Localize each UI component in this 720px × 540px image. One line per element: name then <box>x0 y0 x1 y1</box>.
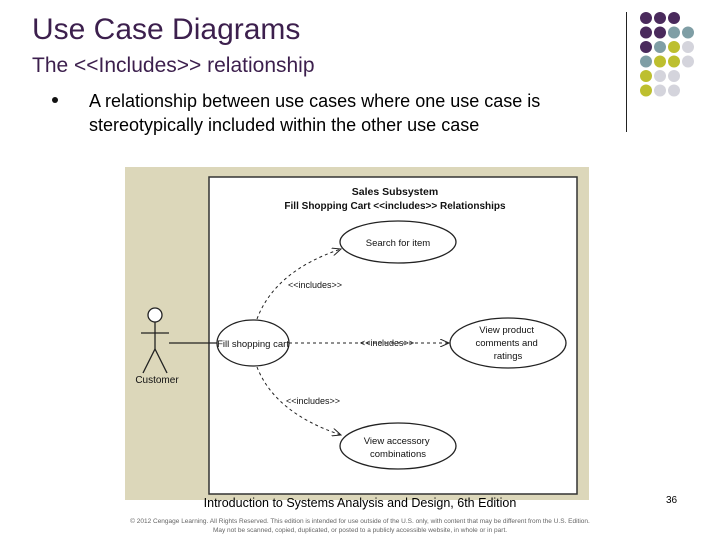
decorative-dot <box>640 41 652 53</box>
decorative-dot <box>682 26 694 39</box>
slide-title: Use Case Diagrams <box>32 13 301 46</box>
decorative-dot <box>654 41 666 53</box>
diagram-canvas: Sales Subsystem Fill Shopping Cart <<inc… <box>135 176 578 495</box>
actor-label: Customer <box>135 375 179 386</box>
view-product-line-2: comments and <box>476 338 538 349</box>
decorative-dot <box>668 26 680 39</box>
use-case-view-accessory-label: View accessory combinations <box>364 436 432 460</box>
use-case-view-product-label: View product comments and ratings <box>476 325 541 362</box>
decorative-dot <box>682 55 694 68</box>
decorative-dot <box>640 26 652 39</box>
view-accessory-line-2: combinations <box>370 449 426 460</box>
include-label-search: <<includes>> <box>288 280 342 290</box>
header-divider <box>626 12 627 132</box>
use-case-view-accessory <box>339 422 457 470</box>
decorative-dot <box>640 55 652 68</box>
include-label-product: <<includes>> <box>360 338 414 348</box>
decorative-dot <box>668 84 680 97</box>
decorative-dot <box>654 84 666 97</box>
bullet-icon <box>52 97 58 103</box>
include-arrow-search <box>256 249 341 320</box>
decorative-dot <box>654 12 666 24</box>
customer-actor <box>141 307 169 374</box>
decorative-dot <box>654 26 666 39</box>
use-case-diagram: Sales Subsystem Fill Shopping Cart <<inc… <box>125 167 589 500</box>
copyright-line-2: May not be scanned, copied, duplicated, … <box>212 527 508 534</box>
decorative-dot <box>640 70 652 82</box>
decorative-dot <box>640 12 652 24</box>
decorative-dot-grid <box>640 12 694 97</box>
copyright-notice: © 2012 Cengage Learning. All Rights Rese… <box>0 517 720 535</box>
view-product-line-3: ratings <box>494 351 523 362</box>
use-case-search-label: Search for item <box>366 238 430 249</box>
use-case-fill-cart-label: Fill shopping cart <box>217 339 289 350</box>
page-number: 36 <box>666 495 678 506</box>
decorative-dot <box>668 12 680 24</box>
decorative-dot <box>654 55 666 68</box>
bullet-text: A relationship between use cases where o… <box>89 91 541 135</box>
copyright-line-1: © 2012 Cengage Learning. All Rights Rese… <box>130 518 590 525</box>
slide-subtitle: The <<Includes>> relationship <box>32 54 315 77</box>
decorative-dot <box>668 55 680 68</box>
decorative-dot <box>640 84 652 97</box>
decorative-dot <box>682 41 694 53</box>
include-label-accessory: <<includes>> <box>286 396 340 406</box>
use-case-search <box>339 220 457 264</box>
include-arrow-accessory <box>256 366 341 435</box>
use-case-view-product <box>449 317 567 369</box>
diagram-title: Fill Shopping Cart <<includes>> Relation… <box>284 201 506 212</box>
decorative-dot <box>654 70 666 82</box>
view-product-line-1: View product <box>479 325 534 336</box>
decorative-dot <box>668 70 680 82</box>
view-accessory-line-1: View accessory <box>364 436 430 447</box>
decorative-dot <box>668 41 680 53</box>
footer-text: Introduction to Systems Analysis and Des… <box>203 496 517 510</box>
system-name: Sales Subsystem <box>352 186 438 198</box>
